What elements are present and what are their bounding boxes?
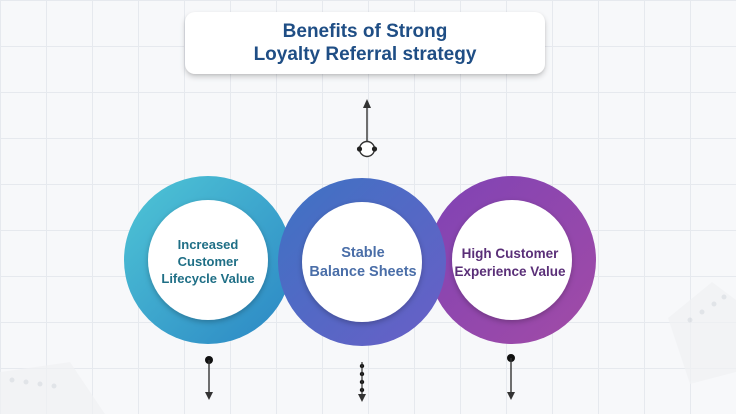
paper-scrap-left [0,362,105,414]
benefit-ring-1 [124,176,292,344]
benefit-label-1: Increased Customer Lifecycle Value [148,228,268,294]
top-connector [356,99,378,158]
bottom-connector-1 [205,356,213,400]
benefit-label-3: High Customer Experience Value [446,240,574,286]
bottom-connector-2 [358,362,366,402]
arrow-down-icon [205,392,213,400]
benefit-3-line-1: High Customer [461,246,559,261]
arrow-down-icon [507,392,515,400]
benefit-ring-2 [278,178,446,346]
ring-1-inner [148,200,268,320]
paper-scrap-right [668,282,736,384]
bottom-connector-3 [507,354,515,400]
title-line-2: Loyalty Referral strategy [253,44,477,65]
benefit-2-line-1: Stable [341,245,385,261]
arrow-down-icon [358,394,366,402]
title-card: Benefits of Strong Loyalty Referral stra… [185,12,545,74]
title-line-1: Benefits of Strong [282,21,448,42]
benefit-1-line-1: Increased [177,236,239,252]
benefit-1-line-2: Customer [177,253,239,269]
ring-3-inner [452,200,572,320]
benefit-1-line-3: Lifecycle Value [161,270,255,286]
benefit-ring-3 [428,176,596,344]
benefit-2-line-2: Balance Sheets [309,264,417,280]
ring-2-inner [302,202,422,322]
benefit-3-line-2: Experience Value [454,264,566,279]
arrow-up-icon [363,99,371,108]
benefit-label-2: Stable Balance Sheets [298,240,428,286]
